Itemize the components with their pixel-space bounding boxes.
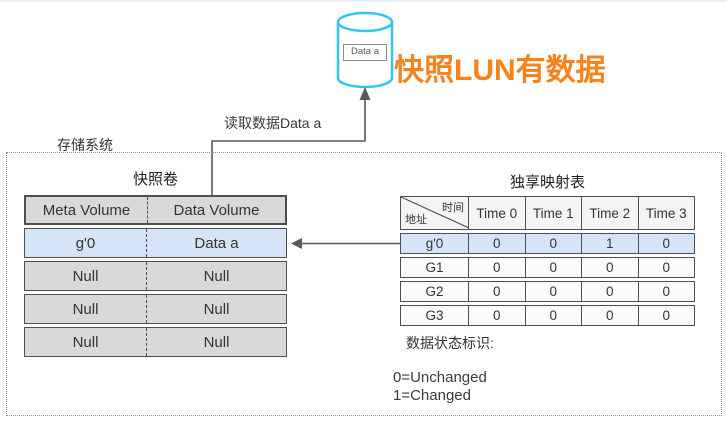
address-cell: G3	[401, 306, 469, 325]
legend-changed: 1=Changed	[393, 387, 471, 404]
corner-time-label: 时间	[442, 202, 464, 214]
snapshot-table-row-g0: g'0 Data a	[24, 228, 287, 258]
value-cell: 0	[662, 236, 670, 251]
value-cell: 0	[662, 260, 670, 275]
value-cell: 0	[526, 282, 582, 301]
mapping-table-title: 独享映射表	[509, 174, 585, 191]
address-cell: g'0	[401, 234, 469, 253]
diagonal-line	[401, 197, 469, 228]
read-data-flow-label: 读取数据Data a	[224, 115, 322, 131]
meta-volume-cell: Null	[25, 295, 147, 323]
time3-header: Time 3	[645, 205, 687, 221]
value-cell: 0	[526, 306, 582, 325]
meta-volume-cell: Null	[25, 328, 147, 356]
address-cell: G2	[401, 282, 469, 301]
storage-system-label: 存储系统	[57, 137, 113, 153]
value-cell: 0	[469, 282, 526, 301]
value-cell: 0	[469, 258, 526, 277]
value-cell: 0	[469, 306, 526, 325]
storage-system-boundary	[6, 152, 722, 416]
value-cell: 0	[662, 308, 670, 323]
mapping-table-header-row: 时间 地址 Time 0 Time 1 Time 2 Time 3	[400, 196, 695, 230]
value-cell: 0	[526, 234, 582, 253]
value-cell: 0	[582, 306, 639, 325]
value-cell: 0	[662, 284, 670, 299]
data-volume-cell: Null	[203, 267, 230, 285]
diagonal-corner-cell: 时间 地址	[401, 197, 469, 229]
meta-volume-cell: g'0	[25, 229, 147, 257]
data-volume-header: Data Volume	[173, 201, 260, 219]
mapping-row-g2: G2 0 0 0 0	[400, 281, 695, 302]
meta-volume-header: Meta Volume	[26, 197, 148, 223]
snapshot-table-row-null-2: Null Null	[24, 294, 287, 324]
meta-volume-cell: Null	[25, 262, 147, 290]
data-volume-cell: Null	[203, 300, 230, 318]
snapshot-volume-title: 快照卷	[132, 171, 178, 188]
snapshot-volume-table: Meta Volume Data Volume g'0 Data a Null …	[24, 195, 287, 357]
window-edge-strip	[0, 0, 727, 2]
mapping-row-g1: G1 0 0 0 0	[400, 257, 695, 278]
time1-header: Time 1	[526, 197, 582, 229]
value-cell: 0	[582, 258, 639, 277]
cylinder-data-label: Data a	[343, 44, 387, 61]
mapping-row-g3: G3 0 0 0 0	[400, 305, 695, 326]
time2-header: Time 2	[582, 197, 639, 229]
mapping-row-g0: g'0 0 0 1 0	[400, 233, 695, 254]
callout-snapshot-lun-has-data: 快照LUN有数据	[394, 54, 606, 87]
data-status-legend-title: 数据状态标识:	[406, 335, 494, 351]
mapping-table: 时间 地址 Time 0 Time 1 Time 2 Time 3 g'0 0 …	[400, 196, 695, 326]
snapshot-table-row-null-1: Null Null	[24, 261, 287, 291]
value-cell: 0	[469, 234, 526, 253]
snapshot-table-row-null-3: Null Null	[24, 327, 287, 357]
data-volume-cell: Data a	[194, 234, 239, 252]
corner-address-label: 地址	[405, 214, 427, 226]
data-volume-cell: Null	[203, 333, 230, 351]
value-cell: 1	[582, 234, 639, 253]
time0-header: Time 0	[469, 197, 526, 229]
value-cell: 0	[582, 282, 639, 301]
address-cell: G1	[401, 258, 469, 277]
snapshot-table-header-row: Meta Volume Data Volume	[24, 195, 287, 225]
legend-unchanged: 0=Unchanged	[393, 369, 487, 386]
value-cell: 0	[526, 258, 582, 277]
